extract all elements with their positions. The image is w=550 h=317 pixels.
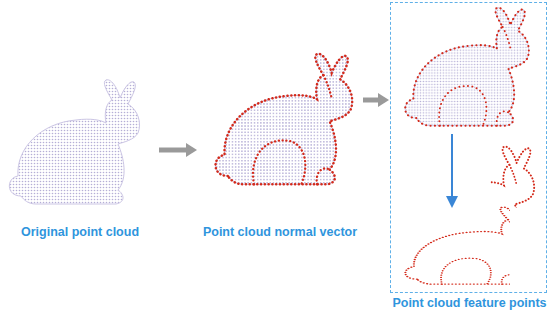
bunny-plain (9, 80, 139, 204)
bunny-features (405, 8, 529, 126)
down-arrow (446, 134, 458, 208)
panel-caption: Original point cloud (21, 225, 139, 240)
image-panel: Point cloud normal vector (198, 36, 362, 240)
feature-body (405, 207, 535, 284)
bunny-normals (216, 54, 353, 184)
process-arrow (363, 93, 389, 107)
feature-head (417, 147, 534, 259)
process-arrow (159, 143, 197, 157)
panel-caption: Point cloud feature points (392, 296, 546, 311)
image-panel: Original point cloud (2, 60, 158, 240)
panel-caption: Point cloud normal vector (203, 225, 357, 240)
dashed-panel: Point cloud feature points (390, 2, 547, 293)
